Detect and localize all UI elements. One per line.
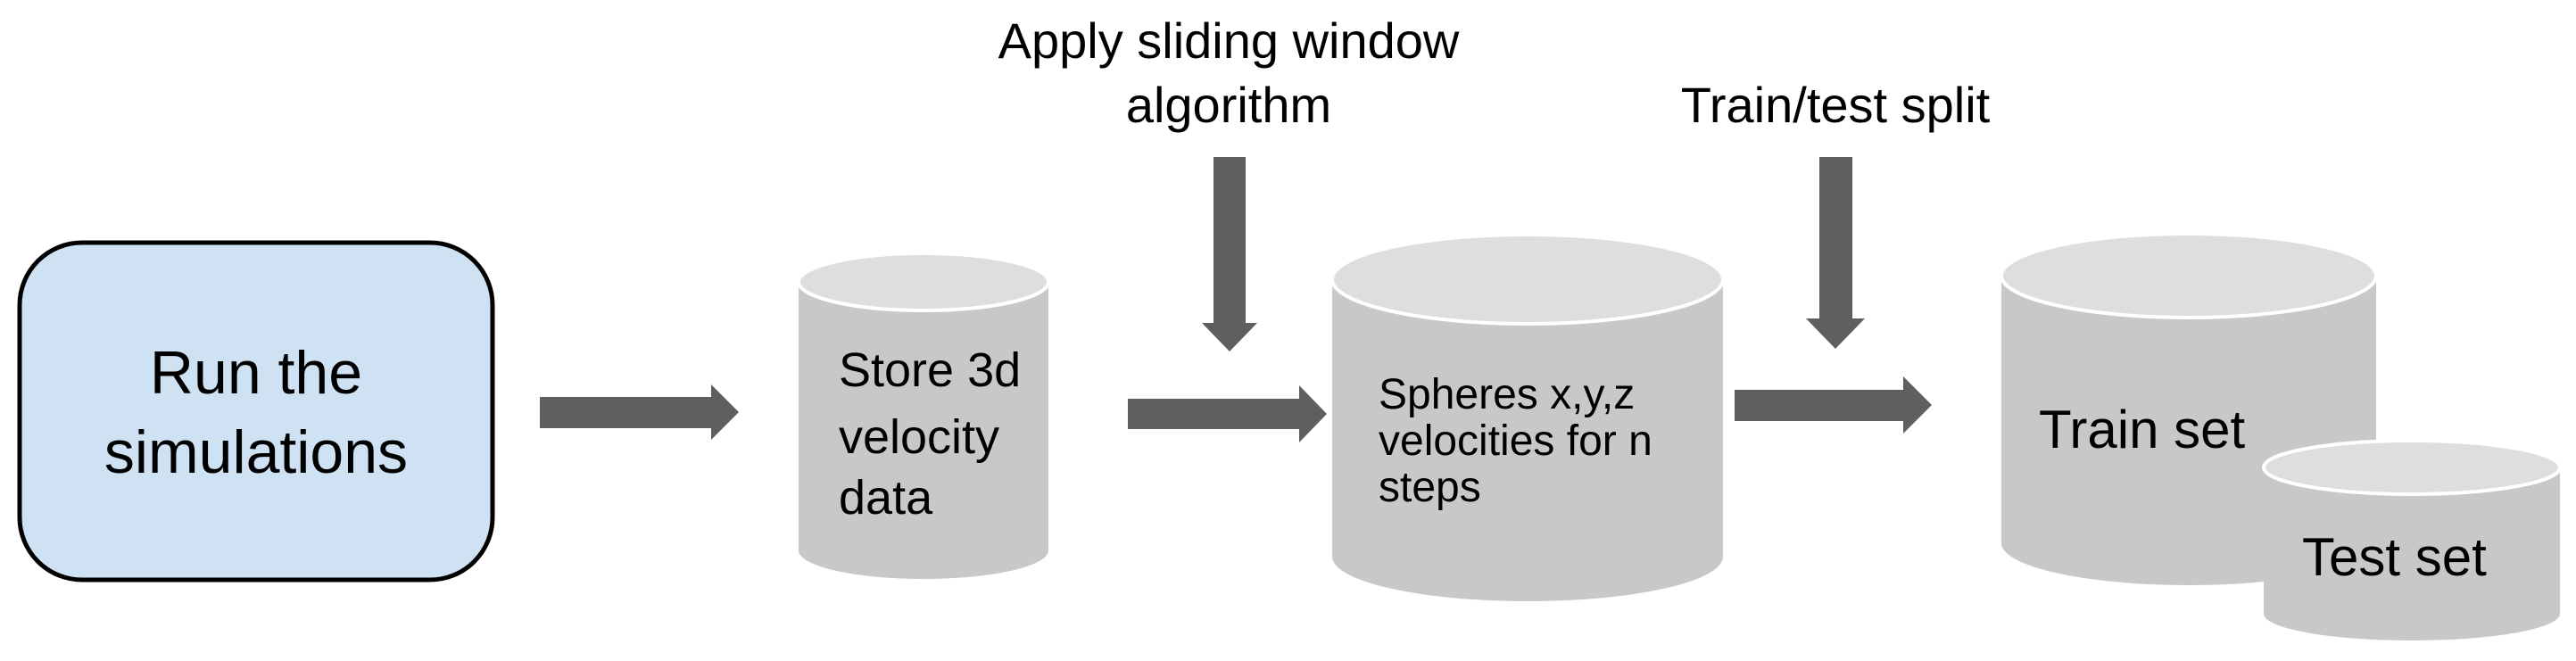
arrow-right-2-head [1299, 385, 1327, 442]
start-box-shape [17, 240, 495, 583]
split-step: Train/test split [1681, 77, 1991, 349]
window-step: Apply sliding window algorithm [998, 12, 1460, 351]
test-cylinder-label: Test set [2302, 527, 2487, 587]
arrow-right-2-shaft [1128, 399, 1299, 429]
arrow-down-1-head [1202, 323, 1257, 351]
spheres-cylinder-bottom [1332, 512, 1723, 601]
arrow-down-2-head [1806, 318, 1865, 349]
test-cylinder: Test set [2262, 439, 2562, 640]
start-box-line-2: simulations [104, 418, 408, 486]
arrow-down-1-shaft [1213, 157, 1246, 323]
arrow-right-3-head [1903, 376, 1932, 434]
arrow-right-3-shaft [1735, 390, 1903, 421]
window-step-line-2: algorithm [1126, 77, 1331, 133]
arrow-right-2 [1128, 385, 1327, 442]
arrow-right-3 [1735, 376, 1932, 434]
spheres-cylinder-line-2: velocities for n [1379, 417, 1652, 465]
window-step-line-1: Apply sliding window [998, 12, 1460, 69]
train-cylinder-top [2000, 232, 2378, 319]
start-box: Run the simulations [17, 240, 495, 583]
arrow-down-1 [1202, 157, 1257, 351]
test-cylinder-bottom [2264, 587, 2560, 640]
arrow-down-2 [1806, 157, 1865, 349]
spheres-cylinder-line-1: Spheres x,y,z [1379, 371, 1635, 418]
store-cylinder: Store 3d velocity data [797, 252, 1050, 579]
arrow-down-2-shaft [1819, 157, 1852, 318]
train-cylinder: Train set [2000, 232, 2378, 585]
store-cylinder-line-3: data [839, 471, 933, 525]
start-box-line-1: Run the [150, 339, 362, 407]
arrow-right-1-shaft [540, 397, 711, 428]
arrow-right-1-head [711, 384, 739, 440]
train-cylinder-label: Train set [2039, 400, 2246, 459]
store-cylinder-top [797, 252, 1050, 312]
store-cylinder-body [799, 282, 1048, 550]
spheres-cylinder-line-3: steps [1379, 464, 1481, 511]
store-cylinder-bottom [799, 522, 1048, 579]
spheres-cylinder-top [1330, 233, 1725, 326]
store-cylinder-line-2: velocity [839, 410, 999, 464]
split-step-line-1: Train/test split [1681, 77, 1991, 133]
store-cylinder-line-1: Store 3d [839, 343, 1021, 397]
spheres-cylinder: Spheres x,y,z velocities for n steps [1330, 233, 1725, 601]
arrow-right-1 [540, 384, 739, 440]
test-cylinder-top [2262, 439, 2562, 496]
